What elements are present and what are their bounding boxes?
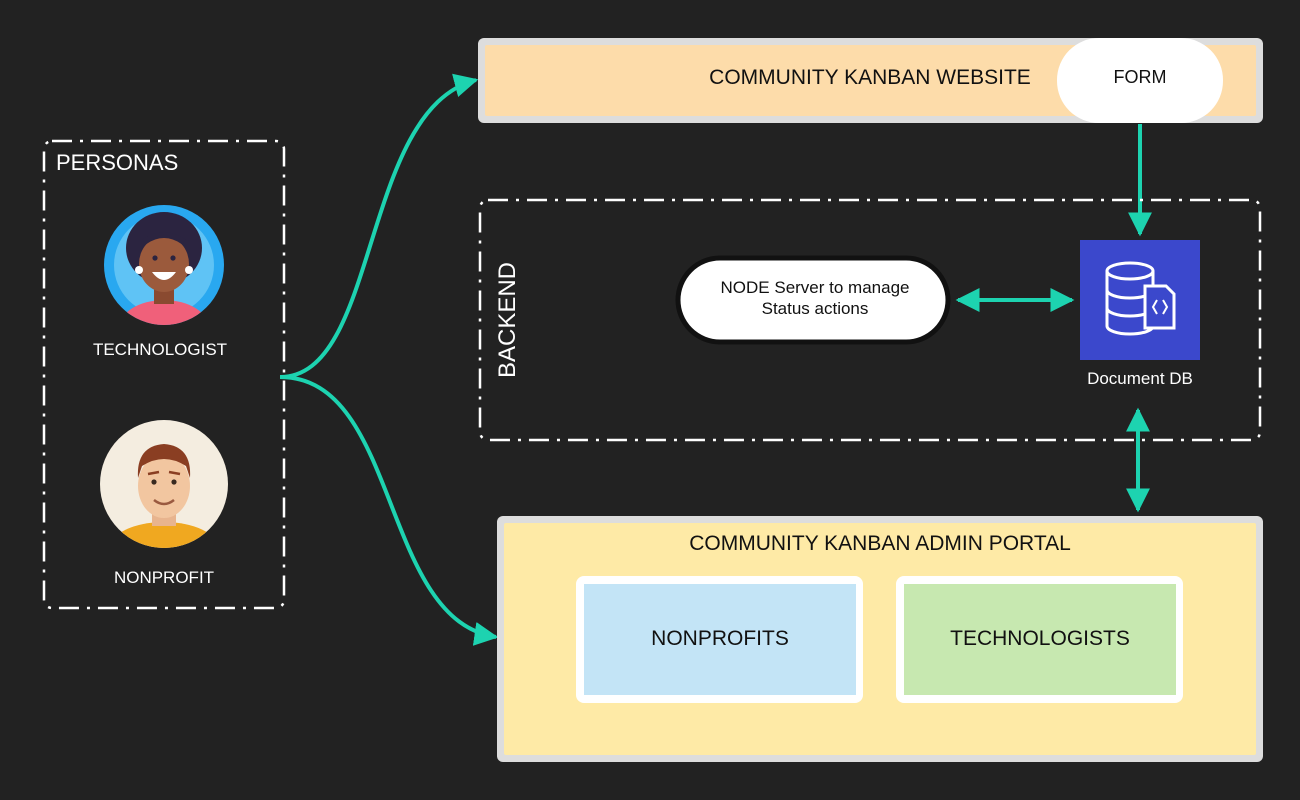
admin-portal-title: COMMUNITY KANBAN ADMIN PORTAL [689,532,1071,555]
nonprofits-box [584,584,856,695]
node-server-line1: NODE Server to manage [721,278,910,297]
personas-to-admin-connector [279,375,499,646]
nonprofit-avatar [100,420,228,548]
backend-container [478,198,1262,442]
nonprofits-label: NONPROFITS [651,627,789,650]
website-title: COMMUNITY KANBAN WEBSITE [709,66,1031,89]
node-server-box [675,255,951,345]
node-server-line2: Status actions [762,299,869,318]
admin-portal-group: COMMUNITY KANBAN ADMIN PORTAL NONPROFITS… [497,516,1263,762]
personas-to-website-connector [279,73,479,379]
personas-title: PERSONAS [56,150,178,175]
personas-group: PERSONAS TECHNOLOGIST [42,139,286,610]
backend-group: BACKEND NODE Server to manage Status act… [478,198,1262,442]
technologist-label: TECHNOLOGIST [93,340,227,359]
website-group: COMMUNITY KANBAN WEBSITE FORM [478,38,1263,123]
personas-container [42,139,286,610]
nonprofit-label: NONPROFIT [114,568,214,587]
technologists-box [904,584,1176,695]
backend-title: BACKEND [494,262,521,378]
form-node [1057,38,1223,123]
technologist-avatar [104,205,224,325]
document-database-icon [1080,240,1200,360]
form-label: FORM [1114,67,1167,87]
technologists-label: TECHNOLOGISTS [950,627,1130,650]
db-label: Document DB [1087,369,1193,388]
